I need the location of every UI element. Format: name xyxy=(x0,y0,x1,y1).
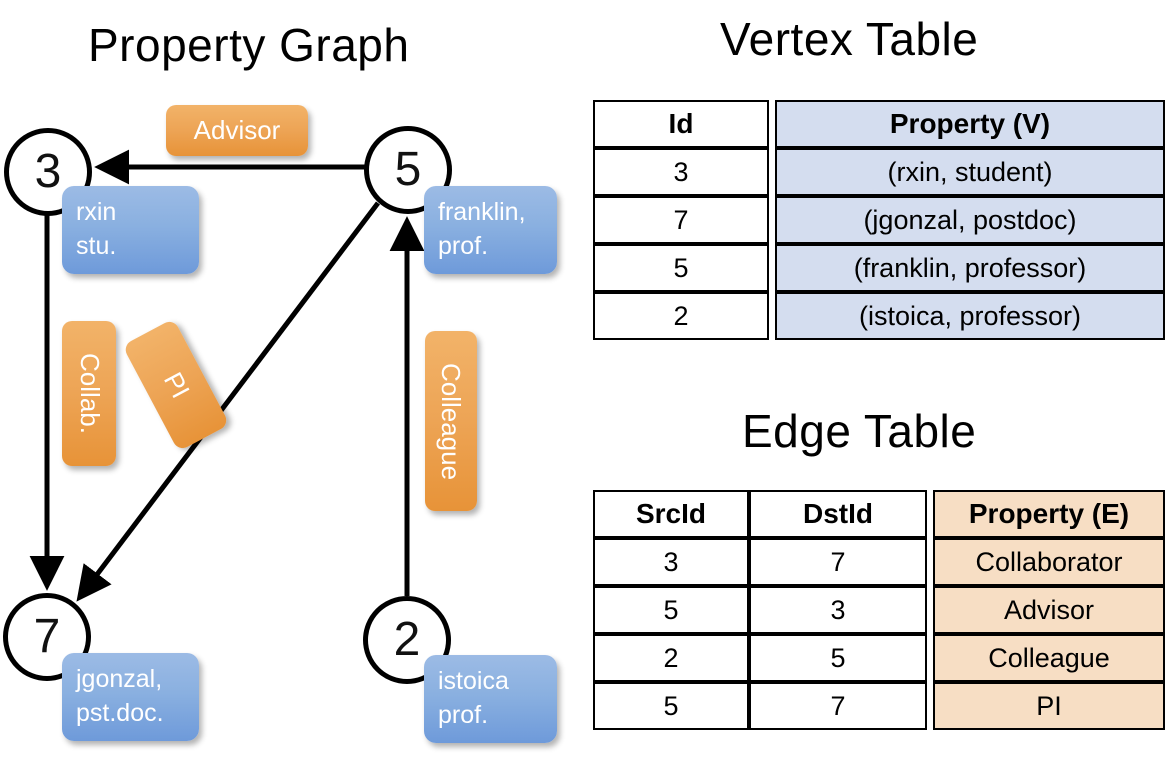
edge-row-3-dst: 7 xyxy=(749,682,927,730)
edge-label-colleague[interactable]: Colleague xyxy=(425,331,477,511)
edge-row-0-property: Collaborator xyxy=(933,538,1165,586)
vertex-row-3-property: (istoica, professor) xyxy=(775,292,1165,340)
graph-node-3-label: 3 xyxy=(34,145,62,198)
edge-label-advisor-text: Advisor xyxy=(193,115,281,145)
edge-table-header-row: SrcId DstId Property (E) xyxy=(593,490,1165,538)
vertex-row-1-property: (jgonzal, postdoc) xyxy=(775,196,1165,244)
edge-row-0-dst: 7 xyxy=(749,538,927,586)
table-row[interactable]: 2 5 Colleague xyxy=(593,634,1165,682)
node-property-5-line2: prof. xyxy=(438,231,489,260)
edge-5-to-7 xyxy=(76,201,380,602)
edge-row-2-dst: 5 xyxy=(749,634,927,682)
edge-row-0-src: 3 xyxy=(593,538,749,586)
vertex-row-0-id: 3 xyxy=(593,148,769,196)
graph-node-7-label: 7 xyxy=(33,610,61,663)
edge-row-3-property: PI xyxy=(933,682,1165,730)
property-graph-diagram: 3 5 7 2 rxin stu. franklin, prof. jgonza… xyxy=(3,105,557,743)
table-row[interactable]: 2 (istoica, professor) xyxy=(593,292,1165,340)
graph-edges-svg xyxy=(29,149,425,602)
edge-row-1-src: 5 xyxy=(593,586,749,634)
vertex-table-header-row: Id Property (V) xyxy=(593,100,1165,148)
node-property-box-5[interactable]: franklin, prof. xyxy=(424,186,557,274)
edge-table-column-gap xyxy=(927,490,933,538)
vertex-row-2-id: 5 xyxy=(593,244,769,292)
edge-row-1-property: Advisor xyxy=(933,586,1165,634)
page-title-vertex-table: Vertex Table xyxy=(720,13,979,65)
vertex-row-2-property: (franklin, professor) xyxy=(775,244,1165,292)
table-row[interactable]: 3 (rxin, student) xyxy=(593,148,1165,196)
edge-label-collab-text: Collab. xyxy=(74,353,105,434)
edge-row-1-dst: 3 xyxy=(749,586,927,634)
table-row[interactable]: 5 7 PI xyxy=(593,682,1165,730)
node-property-7-line2: pst.doc. xyxy=(76,698,164,727)
edge-table-column-gap xyxy=(927,682,933,730)
graph-node-2[interactable]: 2 xyxy=(363,596,451,684)
node-property-2-line1: istoica xyxy=(438,667,509,695)
edge-label-colleague-text: Colleague xyxy=(436,362,467,480)
vertex-row-0-property: (rxin, student) xyxy=(775,148,1165,196)
node-property-box-3[interactable]: rxin stu. xyxy=(62,186,199,274)
edge-table-column-gap xyxy=(927,634,933,682)
graph-node-5-label: 5 xyxy=(394,143,422,196)
vertex-table-column-gap xyxy=(769,244,775,292)
table-row[interactable]: 5 (franklin, professor) xyxy=(593,244,1165,292)
page-title-property-graph: Property Graph xyxy=(88,19,410,71)
vertex-table-column-gap xyxy=(769,292,775,340)
vertex-row-1-id: 7 xyxy=(593,196,769,244)
vertex-table-column-gap xyxy=(769,148,775,196)
vertex-row-3-id: 2 xyxy=(593,292,769,340)
table-row[interactable]: 5 3 Advisor xyxy=(593,586,1165,634)
node-property-3-line1: rxin xyxy=(76,198,117,226)
edge-table: SrcId DstId Property (E) 3 7 Collaborato… xyxy=(593,490,1165,730)
node-property-box-2[interactable]: istoica prof. xyxy=(424,655,557,743)
node-property-7-line1: jgonzal, xyxy=(76,665,163,693)
vertex-table-column-gap xyxy=(769,100,775,148)
node-property-5-line1: franklin, xyxy=(438,198,526,226)
edge-row-3-src: 5 xyxy=(593,682,749,730)
node-property-2-line2: prof. xyxy=(438,700,489,729)
node-property-3-line2: stu. xyxy=(76,231,117,260)
edge-label-advisor[interactable]: Advisor xyxy=(166,105,308,156)
edge-table-header-dstid: DstId xyxy=(749,490,927,538)
edge-row-2-property: Colleague xyxy=(933,634,1165,682)
vertex-table-header-id: Id xyxy=(593,100,769,148)
vertex-table-column-gap xyxy=(769,196,775,244)
table-row[interactable]: 7 (jgonzal, postdoc) xyxy=(593,196,1165,244)
graph-node-2-label: 2 xyxy=(393,613,421,666)
edge-table-header-srcid: SrcId xyxy=(593,490,749,538)
page-title-edge-table: Edge Table xyxy=(742,405,977,457)
edge-table-header-property: Property (E) xyxy=(933,490,1165,538)
vertex-table-header-property: Property (V) xyxy=(775,100,1165,148)
graph-node-5[interactable]: 5 xyxy=(364,126,452,214)
edge-label-collab[interactable]: Collab. xyxy=(62,321,116,466)
edge-row-2-src: 2 xyxy=(593,634,749,682)
table-row[interactable]: 3 7 Collaborator xyxy=(593,538,1165,586)
edge-label-pi-text: PI xyxy=(157,366,196,403)
vertex-table: Id Property (V) 3 (rxin, student) 7 (jgo… xyxy=(593,100,1165,340)
node-property-box-7[interactable]: jgonzal, pst.doc. xyxy=(62,653,199,741)
edge-table-column-gap xyxy=(927,586,933,634)
edge-table-column-gap xyxy=(927,538,933,586)
